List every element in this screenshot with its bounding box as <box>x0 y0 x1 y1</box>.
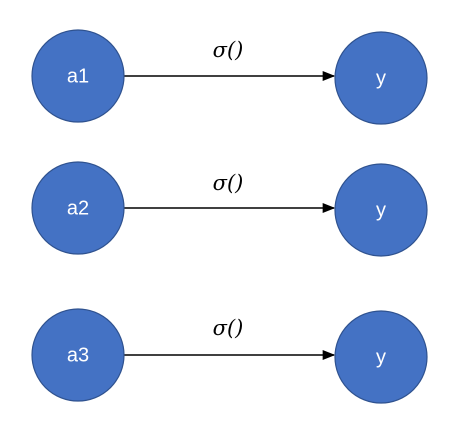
node-label-y: y <box>376 199 386 221</box>
node-a2: a2 <box>31 161 125 255</box>
node-label-a1: a1 <box>67 65 89 87</box>
node-y-2: y <box>334 163 428 257</box>
diagram-row-2: σ() a2 y <box>31 161 428 257</box>
diagram-row-3: σ() a3 y <box>31 308 428 404</box>
node-a3: a3 <box>31 308 125 402</box>
node-label-a2: a2 <box>67 197 89 219</box>
edge-label-sigma: σ() <box>213 171 244 195</box>
node-a1: a1 <box>31 29 125 123</box>
diagram-row-1: σ() a1 y <box>31 29 428 125</box>
node-y-1: y <box>334 31 428 125</box>
edge-label-sigma: σ() <box>213 38 244 62</box>
edge-label-sigma: σ() <box>213 316 244 340</box>
node-y-3: y <box>334 310 428 404</box>
node-label-y: y <box>376 67 386 89</box>
node-label-a3: a3 <box>67 344 89 366</box>
node-label-y: y <box>376 346 386 368</box>
